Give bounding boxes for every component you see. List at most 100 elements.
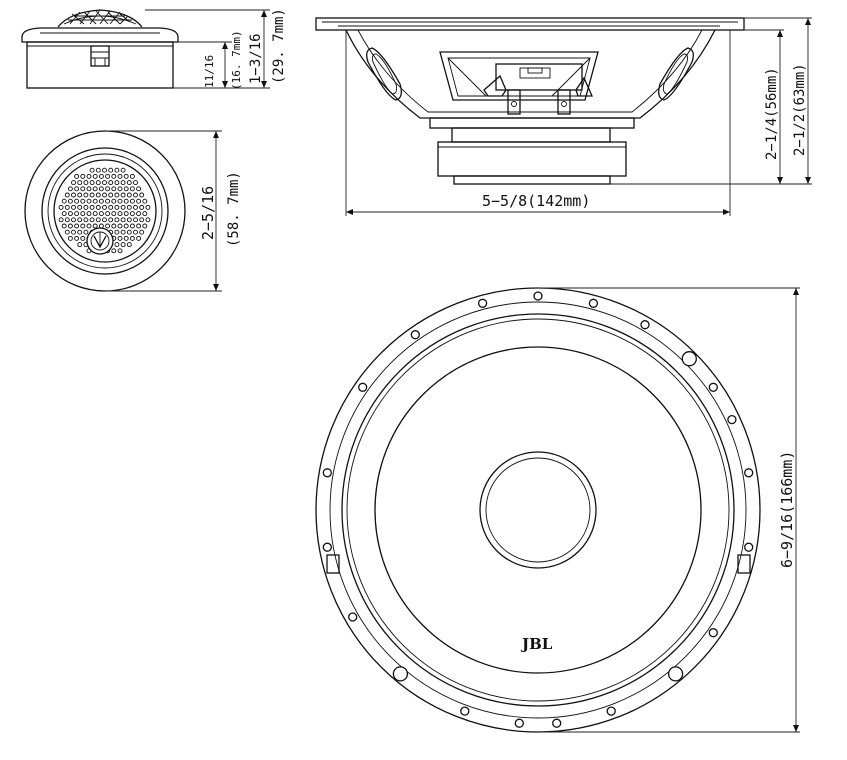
grille-hole — [133, 229, 138, 235]
woofer-front-dimensions: 6−9/16(166mm) — [538, 287, 800, 733]
grille-hole — [77, 229, 83, 235]
grille-hole — [136, 211, 142, 217]
tweeter-height-mm: (29. 7mm) — [271, 8, 287, 84]
grille-hole — [120, 204, 126, 210]
grille-hole — [86, 186, 92, 192]
grille-hole — [61, 198, 67, 204]
grille-hole — [123, 173, 129, 179]
grille-hole — [145, 204, 151, 210]
grille-hole — [80, 223, 86, 229]
grille-hole — [111, 211, 117, 217]
grille-hole — [92, 198, 98, 204]
grille-hole — [117, 198, 123, 204]
grille-hole — [61, 223, 67, 229]
grille-hole — [129, 173, 135, 179]
grille-hole — [71, 180, 76, 186]
grille-hole — [67, 211, 73, 217]
grille-hole — [98, 211, 104, 217]
mounting-hole — [552, 718, 562, 728]
grille-hole — [126, 192, 132, 198]
mounting-hole — [606, 706, 616, 716]
grille-hole — [102, 180, 107, 186]
grille-hole — [86, 198, 92, 204]
grille-hole — [120, 217, 126, 223]
mounting-hole — [514, 718, 524, 728]
grille-hole — [102, 204, 107, 210]
grille-hole — [86, 211, 92, 217]
mounting-hole — [348, 612, 358, 622]
grille-hole — [133, 192, 138, 198]
grille-hole — [98, 173, 104, 179]
grille-hole — [129, 198, 135, 204]
tweeter-diameter-fraction: 2−5/16 — [199, 186, 217, 240]
grille-hole — [117, 235, 123, 241]
grille-hole — [123, 186, 129, 192]
mounting-hole — [358, 382, 368, 392]
tweeter-side-view — [21, 9, 179, 89]
grille-hole — [92, 186, 98, 192]
tweeter-diameter-mm: (58. 7mm) — [226, 171, 242, 247]
grille-hole — [136, 223, 142, 229]
grille-hole — [80, 186, 86, 192]
grille-hole — [129, 211, 135, 217]
grille-hole — [80, 211, 86, 217]
woofer-mounting-holes — [322, 291, 754, 728]
grille-hole — [89, 192, 95, 198]
mounting-hole — [533, 291, 543, 301]
grille-hole — [114, 204, 120, 210]
mounting-hole — [708, 628, 718, 638]
grille-hole — [77, 217, 83, 223]
grille-hole — [108, 167, 114, 173]
grille-hole — [123, 235, 129, 241]
tweeter-depth-fraction: 11/16 — [203, 55, 216, 88]
tweeter-depth-mm: (16. 7mm) — [230, 30, 243, 90]
woofer-total-depth-label: 2−1/2(63mm) — [792, 63, 808, 156]
grille-hole — [117, 173, 123, 179]
grille-hole — [89, 167, 95, 173]
grille-hole — [126, 204, 132, 210]
grille-hole — [89, 204, 95, 210]
grille-hole — [67, 186, 73, 192]
grille-hole — [114, 180, 120, 186]
grille-hole — [114, 192, 120, 198]
grille-hole — [142, 198, 148, 204]
mounting-hole — [744, 468, 754, 478]
grille-hole — [71, 192, 76, 198]
grille-hole — [139, 217, 145, 223]
grille-hole — [126, 180, 132, 186]
grille-hole — [126, 229, 132, 235]
grille-hole — [120, 180, 126, 186]
grille-hole — [98, 198, 104, 204]
grille-hole — [111, 186, 117, 192]
mounting-hole — [744, 542, 754, 552]
mounting-hole — [727, 414, 737, 425]
grille-hole — [64, 192, 70, 198]
grille-hole — [58, 217, 64, 223]
grille-hole — [117, 248, 123, 254]
grille-hole — [105, 211, 111, 217]
grille-hole — [83, 180, 89, 186]
grille-hole — [108, 204, 114, 210]
grille-hole — [74, 235, 80, 241]
grille-hole — [67, 223, 73, 229]
grille-hole — [114, 217, 120, 223]
grille-hole — [120, 192, 126, 198]
woofer-front-view: JBL — [315, 287, 761, 733]
grille-hole — [89, 180, 95, 186]
grille-hole — [92, 223, 98, 229]
grille-hole — [80, 173, 86, 179]
grille-hole — [129, 235, 135, 241]
grille-hole — [102, 167, 107, 173]
grille-hole — [92, 211, 98, 217]
grille-hole — [139, 204, 145, 210]
mounting-hole — [392, 666, 409, 682]
woofer-mount-depth-label: 2−1/4(56mm) — [764, 67, 780, 160]
mounting-hole — [410, 330, 420, 340]
grille-hole — [117, 211, 123, 217]
woofer-side-dimensions: 5−5/8(142mm) 2−1/4(56mm) 2−1/2(63mm) — [345, 17, 812, 216]
grille-hole — [83, 217, 89, 223]
tweeter-front-dimensions: 2−5/16 (58. 7mm) — [105, 130, 242, 292]
grille-hole — [126, 242, 132, 248]
grille-hole — [111, 248, 117, 254]
